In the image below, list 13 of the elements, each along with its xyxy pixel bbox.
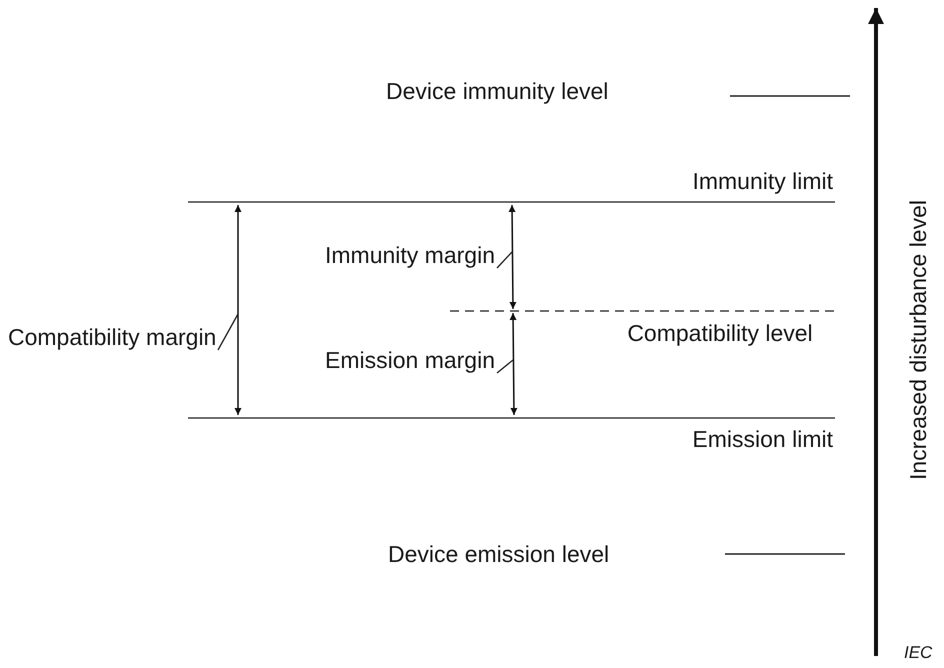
dimension-label: Immunity margin xyxy=(325,240,495,270)
level-label: Device emission level xyxy=(388,540,610,569)
leader-line xyxy=(496,252,512,268)
leader-line xyxy=(217,314,239,350)
level-label: Emission limit xyxy=(692,425,833,454)
figure-note: IEC xyxy=(904,643,932,663)
axis-label: Increased disturbance level xyxy=(904,200,932,480)
dimension-label: Emission margin xyxy=(325,345,495,375)
leader-line xyxy=(496,360,514,374)
level-label: Compatibility level xyxy=(626,319,814,348)
level-label: Immunity limit xyxy=(692,167,833,196)
dimension-label: Compatibility margin xyxy=(8,322,216,352)
level-label: Device immunity level xyxy=(386,77,608,106)
